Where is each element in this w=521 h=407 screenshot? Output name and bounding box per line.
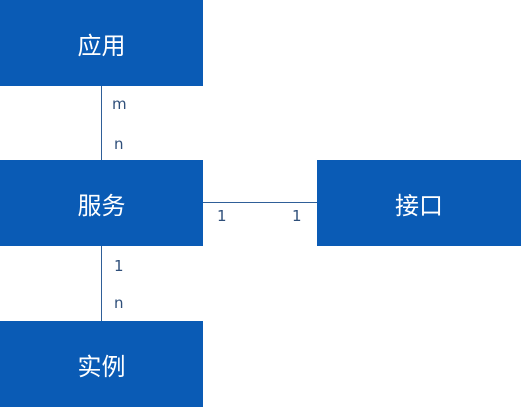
edge-app-service-source-multiplicity: m <box>112 95 127 113</box>
node-service-label: 服务 <box>77 191 126 220</box>
edge-service-instance <box>101 246 102 321</box>
edge-app-service-target-multiplicity: n <box>114 135 124 153</box>
node-api-label: 接口 <box>395 191 443 220</box>
edge-service-instance-target-multiplicity: n <box>114 294 124 312</box>
node-api: 接口 <box>317 160 521 246</box>
edge-service-api-target-multiplicity: 1 <box>292 207 302 225</box>
edge-service-api <box>203 202 317 203</box>
node-app: 应用 <box>0 0 203 86</box>
node-instance: 实例 <box>0 321 203 407</box>
node-instance-label: 实例 <box>77 352 126 381</box>
node-app-label: 应用 <box>77 31 126 60</box>
edge-service-instance-source-multiplicity: 1 <box>114 257 124 275</box>
edge-app-service <box>101 86 102 160</box>
edge-service-api-source-multiplicity: 1 <box>217 207 227 225</box>
node-service: 服务 <box>0 160 203 246</box>
